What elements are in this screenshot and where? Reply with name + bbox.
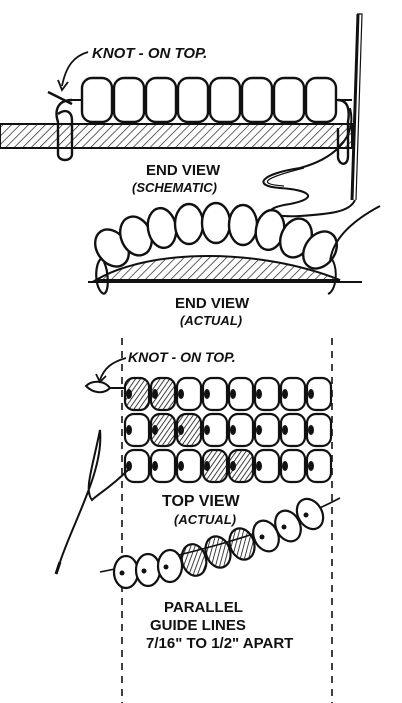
bead-hole bbox=[308, 389, 314, 399]
bead-hole bbox=[256, 461, 262, 471]
top-view-title: TOP VIEW bbox=[162, 493, 241, 510]
bead-hole bbox=[230, 425, 236, 435]
bead-hole bbox=[126, 389, 132, 399]
bead-hole bbox=[204, 425, 210, 435]
actual-subtitle: (ACTUAL) bbox=[180, 313, 242, 328]
parallel-label-2: GUIDE LINES bbox=[150, 617, 246, 634]
bead-hole bbox=[308, 425, 314, 435]
bead-hole bbox=[152, 461, 158, 471]
schematic-title: END VIEW bbox=[146, 162, 221, 179]
bead-hole bbox=[204, 389, 210, 399]
bead-hole bbox=[152, 425, 158, 435]
parallel-label-1: PARALLEL bbox=[164, 599, 243, 616]
bead-hole bbox=[230, 389, 236, 399]
schematic-end-view: KNOT - ON TOP. END VIEW (SCHEMATIC) bbox=[0, 14, 362, 216]
loose-thread bbox=[60, 430, 128, 562]
bead-hole bbox=[256, 425, 262, 435]
needle-icon bbox=[352, 14, 362, 200]
top-view-bead-grid bbox=[125, 378, 331, 482]
bead-hole bbox=[204, 461, 210, 471]
fabric-strip bbox=[0, 124, 352, 148]
bead-hole bbox=[178, 389, 184, 399]
bead-hole bbox=[282, 389, 288, 399]
parallel-label-3: 7/16" TO 1/2" APART bbox=[146, 635, 293, 652]
bead-hole bbox=[230, 461, 236, 471]
bead-hole bbox=[256, 389, 262, 399]
top-view: KNOT - ON TOP. TOP VIEW (ACTUAL) bbox=[56, 338, 340, 703]
schematic-subtitle: (SCHEMATIC) bbox=[132, 180, 217, 195]
bead-hole bbox=[126, 461, 132, 471]
bead-hole bbox=[282, 425, 288, 435]
top-view-subtitle: (ACTUAL) bbox=[174, 512, 236, 527]
schematic-beads bbox=[82, 78, 336, 122]
actual-end-view: END VIEW (ACTUAL) bbox=[88, 203, 380, 328]
bead-hole bbox=[178, 461, 184, 471]
bead-hole bbox=[308, 461, 314, 471]
bead-hole bbox=[282, 461, 288, 471]
knot-label-top: KNOT - ON TOP. bbox=[92, 45, 207, 62]
bead-hole bbox=[152, 389, 158, 399]
actual-title: END VIEW bbox=[175, 295, 250, 312]
bead-hole bbox=[126, 425, 132, 435]
bead-hole bbox=[178, 425, 184, 435]
knot-label-bottom: KNOT - ON TOP. bbox=[128, 349, 236, 365]
